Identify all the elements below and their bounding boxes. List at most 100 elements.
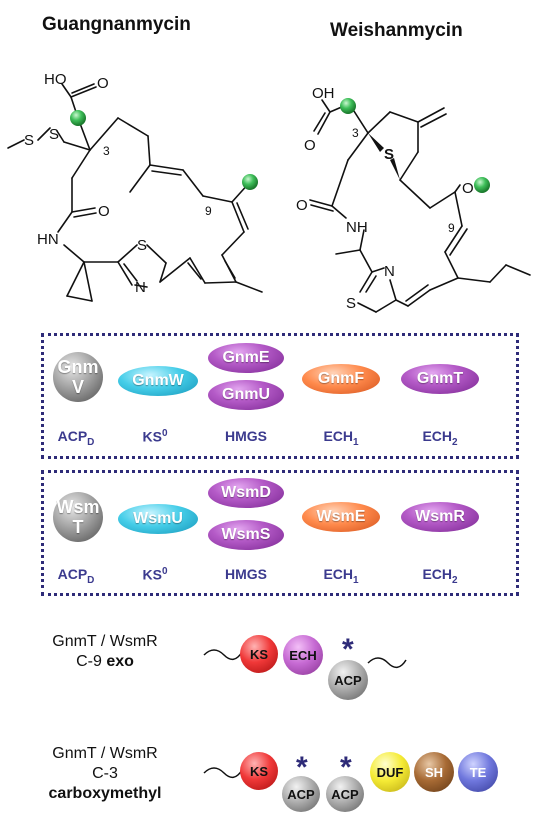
- chain-squiggle-exo-right: [367, 657, 407, 669]
- label-ech1-gnm-sub: 1: [353, 436, 359, 448]
- label-ech2-wsm: ECH2: [410, 566, 470, 586]
- protein-wsmd: WsmD: [208, 478, 284, 508]
- label-ks0-gnm: KS0: [125, 428, 185, 445]
- label-ech1-gnm: ECH1: [311, 428, 371, 448]
- active-site-star-cm-2: *: [340, 751, 352, 784]
- label-ks0-gnm-main: KS: [142, 428, 162, 445]
- label-ech2-gnm-sub: 2: [452, 436, 458, 448]
- protein-gnmf: GnmF: [302, 364, 380, 394]
- green-marker-right-c9: [474, 177, 490, 193]
- atom-o-acid: O: [97, 75, 109, 92]
- label-ech2-gnm-main: ECH: [422, 428, 452, 444]
- protein-gnmt: GnmT: [401, 364, 479, 394]
- domain-ech-exo: ECH: [283, 635, 323, 675]
- green-marker-left-c9: [242, 174, 258, 190]
- atom-o-acid-right: O: [304, 137, 316, 154]
- cm-caption-line1: GnmT / WsmR: [52, 745, 158, 762]
- atom-label-3: 3: [103, 144, 110, 158]
- label-ech1-gnm-main: ECH: [323, 428, 353, 444]
- label-acpd-wsm-main: ACP: [57, 566, 88, 582]
- domain-ks-exo: KS: [240, 635, 278, 673]
- atom-label-9: 9: [205, 204, 212, 218]
- wedge-bond-1: [368, 133, 384, 152]
- atom-o-amide: O: [98, 203, 110, 220]
- atom-s-thiazole-right: S: [346, 295, 356, 312]
- atom-s1: S: [24, 132, 34, 149]
- carboxymethyl-caption: GnmT / WsmR C-3 carboxymethyl: [20, 744, 190, 804]
- domain-te-cm: TE: [458, 752, 498, 792]
- label-acpd-gnm: ACPD: [46, 428, 106, 448]
- exo-caption: GnmT / WsmR C-9 exo: [20, 632, 190, 672]
- protein-gnmw: GnmW: [118, 366, 198, 396]
- protein-wsme: WsmE: [302, 502, 380, 532]
- label-acpd-gnm-sub: D: [87, 436, 95, 448]
- cm-caption-line3: carboxymethyl: [20, 784, 190, 804]
- cm-caption-bold: carboxymethyl: [48, 785, 162, 802]
- exo-caption-bold: exo: [106, 653, 134, 670]
- label-ech2-gnm: ECH2: [410, 428, 470, 448]
- domain-acp2-cm: ACP: [326, 776, 364, 812]
- atom-s2: S: [49, 126, 59, 143]
- label-ks0-wsm: KS0: [125, 566, 185, 583]
- title-weishanmycin: Weishanmycin: [330, 20, 463, 41]
- weishanmycin-structure: [309, 99, 531, 313]
- label-ech1-wsm: ECH1: [311, 566, 371, 586]
- label-ks0-wsm-main: KS: [142, 566, 162, 583]
- domain-sh-cm: SH: [414, 752, 454, 792]
- atom-s-thiazole: S: [137, 237, 147, 254]
- label-acpd-gnm-main: ACP: [57, 428, 88, 444]
- label-acpd-wsm-sub: D: [87, 574, 95, 586]
- active-site-star-exo: *: [342, 633, 354, 666]
- atom-n-thiazole: N: [135, 279, 146, 296]
- protein-wsmr: WsmR: [401, 502, 479, 532]
- label-hmgs-wsm: HMGS: [225, 566, 267, 582]
- domain-duf-cm: DUF: [370, 752, 410, 792]
- exo-caption-line1: GnmT / WsmR: [52, 633, 158, 650]
- label-ech2-wsm-main: ECH: [422, 566, 452, 582]
- atom-oh: OH: [312, 85, 335, 102]
- atom-s-bridge: S: [384, 146, 394, 163]
- atom-label-3-right: 3: [352, 126, 359, 140]
- protein-gnmv: Gnm V: [53, 352, 103, 402]
- protein-gnme: GnmE: [208, 343, 284, 373]
- atom-o-ketone-right: O: [462, 180, 474, 197]
- atom-hn: HN: [37, 231, 59, 248]
- atom-ho: HO: [44, 71, 67, 88]
- wedge-bond-2: [390, 158, 400, 180]
- cm-caption-line2: C-3: [92, 765, 118, 782]
- domain-ks-cm: KS: [240, 752, 278, 790]
- label-ech1-wsm-main: ECH: [323, 566, 353, 582]
- chain-squiggle-exo-left: [203, 649, 243, 661]
- protein-gnmu: GnmU: [208, 380, 284, 410]
- atom-n-thiazole-right: N: [384, 263, 395, 280]
- guangnanmycin-structure: [7, 83, 263, 302]
- atom-label-9-right: 9: [448, 221, 455, 235]
- label-hmgs-gnm: HMGS: [225, 428, 267, 444]
- label-acpd-wsm: ACPD: [46, 566, 106, 586]
- exo-caption-c9: C-9: [76, 653, 102, 670]
- protein-wsmu: WsmU: [118, 504, 198, 534]
- active-site-star-cm-1: *: [296, 751, 308, 784]
- label-ks0-wsm-sup: 0: [161, 566, 168, 577]
- protein-wsms: WsmS: [208, 520, 284, 550]
- protein-wsmt-line1: Wsm: [56, 497, 100, 517]
- protein-gnmv-line2: V: [71, 377, 84, 397]
- atom-o-amide-right: O: [296, 197, 308, 214]
- chain-squiggle-cm-left: [203, 767, 243, 779]
- exo-caption-line2: C-9 exo: [20, 652, 190, 672]
- wsm-gene-box: [41, 470, 519, 596]
- label-ks0-gnm-sup: 0: [161, 428, 168, 439]
- green-marker-right-c3: [340, 98, 356, 114]
- protein-gnmv-line1: Gnm: [57, 357, 99, 377]
- protein-wsmt-line2: T: [72, 517, 84, 537]
- green-marker-left-c3: [70, 110, 86, 126]
- label-ech2-wsm-sub: 2: [452, 574, 458, 586]
- protein-wsmt: Wsm T: [53, 492, 103, 542]
- title-guangnanmycin: Guangnanmycin: [42, 14, 191, 35]
- domain-acp-exo: ACP: [328, 660, 368, 700]
- gnm-gene-box: [41, 333, 519, 459]
- atom-nh: NH: [346, 219, 368, 236]
- label-ech1-wsm-sub: 1: [353, 574, 359, 586]
- domain-acp1-cm: ACP: [282, 776, 320, 812]
